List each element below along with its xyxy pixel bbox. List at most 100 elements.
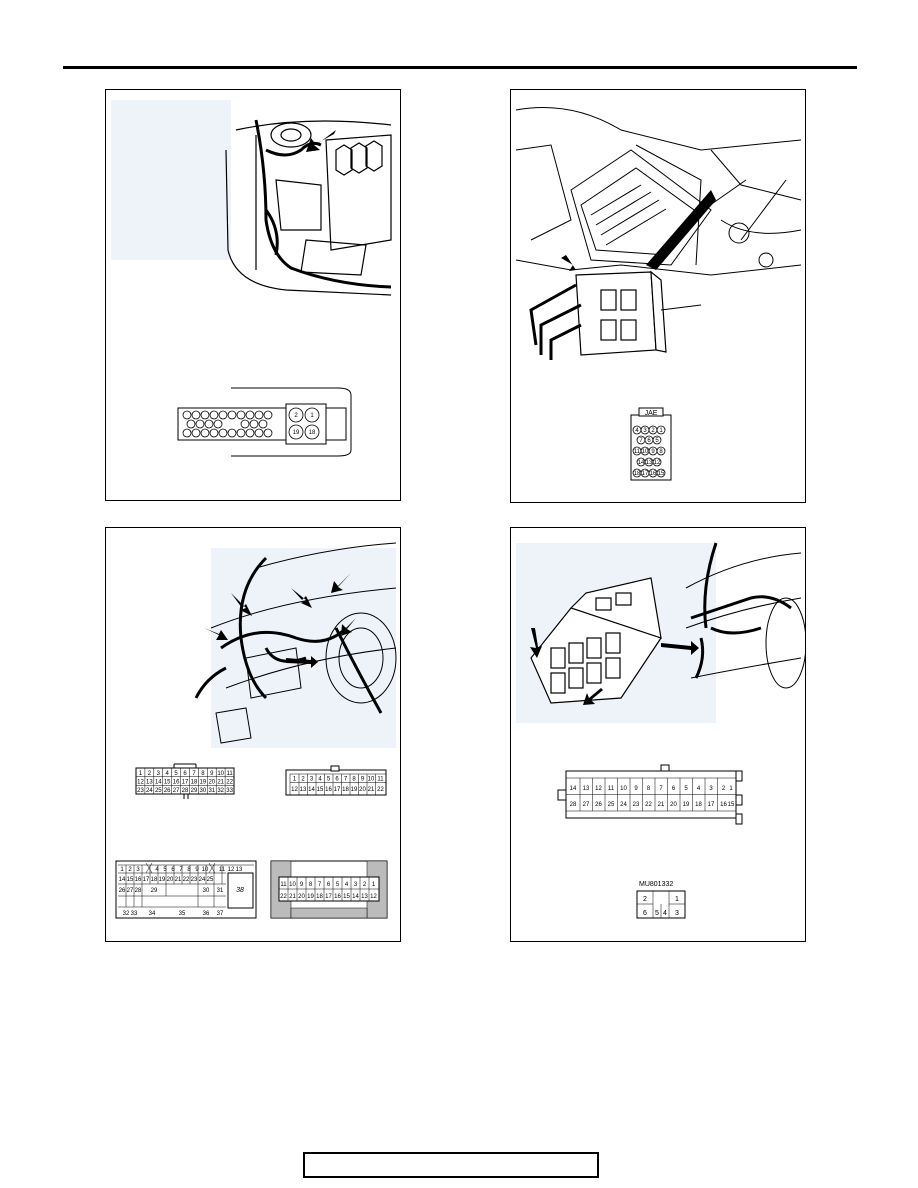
svg-text:16: 16 — [720, 802, 727, 808]
svg-text:29: 29 — [191, 788, 198, 794]
svg-text:17: 17 — [143, 877, 150, 883]
svg-text:4: 4 — [166, 771, 170, 777]
svg-text:19: 19 — [307, 894, 314, 900]
svg-text:18: 18 — [151, 877, 158, 883]
svg-text:2: 2 — [722, 786, 726, 792]
svg-text:17: 17 — [708, 802, 715, 808]
svg-text:21: 21 — [658, 802, 665, 808]
svg-text:22: 22 — [226, 780, 233, 786]
svg-text:22: 22 — [645, 802, 652, 808]
svg-text:23: 23 — [633, 802, 640, 808]
svg-text:2: 2 — [301, 777, 305, 783]
svg-text:4: 4 — [345, 882, 349, 888]
svg-text:30: 30 — [200, 788, 207, 794]
svg-text:12: 12 — [228, 867, 235, 873]
svg-text:12: 12 — [595, 786, 602, 792]
svg-text:19: 19 — [683, 802, 690, 808]
svg-text:32: 32 — [217, 788, 224, 794]
svg-text:2: 2 — [643, 896, 647, 903]
svg-text:2: 2 — [128, 867, 132, 873]
svg-text:7: 7 — [659, 786, 663, 792]
svg-text:13: 13 — [361, 894, 368, 900]
svg-text:29: 29 — [151, 888, 158, 894]
svg-text:16: 16 — [334, 894, 341, 900]
svg-text:21: 21 — [175, 877, 182, 883]
svg-text:4: 4 — [635, 428, 639, 434]
svg-text:20: 20 — [359, 787, 366, 793]
svg-text:1: 1 — [659, 428, 663, 434]
svg-text:1: 1 — [310, 413, 314, 419]
svg-text:13: 13 — [646, 460, 653, 466]
svg-text:13: 13 — [300, 787, 307, 793]
svg-text:18: 18 — [634, 471, 641, 477]
svg-text:22: 22 — [280, 894, 287, 900]
svg-text:1: 1 — [729, 786, 733, 792]
svg-text:27: 27 — [127, 888, 134, 894]
svg-text:20: 20 — [298, 894, 305, 900]
svg-text:6: 6 — [643, 910, 647, 917]
svg-text:8: 8 — [309, 882, 313, 888]
svg-text:16: 16 — [325, 787, 332, 793]
svg-text:21: 21 — [217, 780, 224, 786]
svg-text:8: 8 — [352, 777, 356, 783]
svg-text:4: 4 — [318, 777, 322, 783]
svg-text:14: 14 — [352, 894, 359, 900]
svg-text:1: 1 — [293, 777, 297, 783]
svg-text:12: 12 — [291, 787, 298, 793]
svg-text:26: 26 — [119, 888, 126, 894]
svg-text:20: 20 — [208, 780, 215, 786]
svg-text:9: 9 — [195, 867, 199, 873]
svg-text:7: 7 — [179, 867, 183, 873]
svg-text:8: 8 — [187, 867, 191, 873]
svg-text:6: 6 — [672, 786, 676, 792]
svg-text:20: 20 — [167, 877, 174, 883]
svg-text:26: 26 — [164, 788, 171, 794]
svg-text:19: 19 — [159, 877, 166, 883]
svg-text:11: 11 — [377, 777, 384, 783]
svg-text:38: 38 — [236, 887, 244, 894]
svg-text:15: 15 — [728, 802, 735, 808]
svg-text:3: 3 — [310, 777, 314, 783]
svg-text:8: 8 — [647, 786, 651, 792]
svg-text:13: 13 — [583, 786, 590, 792]
svg-text:17: 17 — [325, 894, 332, 900]
svg-text:6: 6 — [327, 882, 331, 888]
svg-text:5: 5 — [655, 438, 659, 444]
svg-text:10: 10 — [217, 771, 224, 777]
svg-text:12: 12 — [137, 780, 144, 786]
part-number-label: MU801332 — [639, 881, 673, 888]
svg-text:27: 27 — [583, 802, 590, 808]
svg-text:1: 1 — [675, 896, 679, 903]
svg-text:27: 27 — [173, 788, 180, 794]
svg-text:22: 22 — [377, 787, 384, 793]
svg-text:5: 5 — [327, 777, 331, 783]
svg-text:5: 5 — [655, 910, 659, 917]
svg-text:16: 16 — [135, 877, 142, 883]
svg-text:28: 28 — [570, 802, 577, 808]
svg-text:9: 9 — [634, 786, 638, 792]
svg-text:2: 2 — [148, 771, 152, 777]
svg-text:31: 31 — [208, 788, 215, 794]
svg-text:5: 5 — [684, 786, 688, 792]
svg-text:25: 25 — [155, 788, 162, 794]
svg-text:12: 12 — [370, 894, 377, 900]
svg-text:18: 18 — [191, 780, 198, 786]
connector-label: JAE — [645, 410, 658, 417]
svg-text:10: 10 — [642, 449, 649, 455]
svg-text:28: 28 — [182, 788, 189, 794]
svg-text:10: 10 — [289, 882, 296, 888]
svg-text:21: 21 — [289, 894, 296, 900]
svg-text:3: 3 — [136, 867, 140, 873]
svg-text:6: 6 — [183, 771, 187, 777]
svg-text:10: 10 — [368, 777, 375, 783]
svg-text:22: 22 — [183, 877, 190, 883]
svg-text:25: 25 — [207, 877, 214, 883]
svg-text:31: 31 — [217, 888, 224, 894]
svg-text:11: 11 — [280, 882, 287, 888]
svg-text:24: 24 — [146, 788, 153, 794]
